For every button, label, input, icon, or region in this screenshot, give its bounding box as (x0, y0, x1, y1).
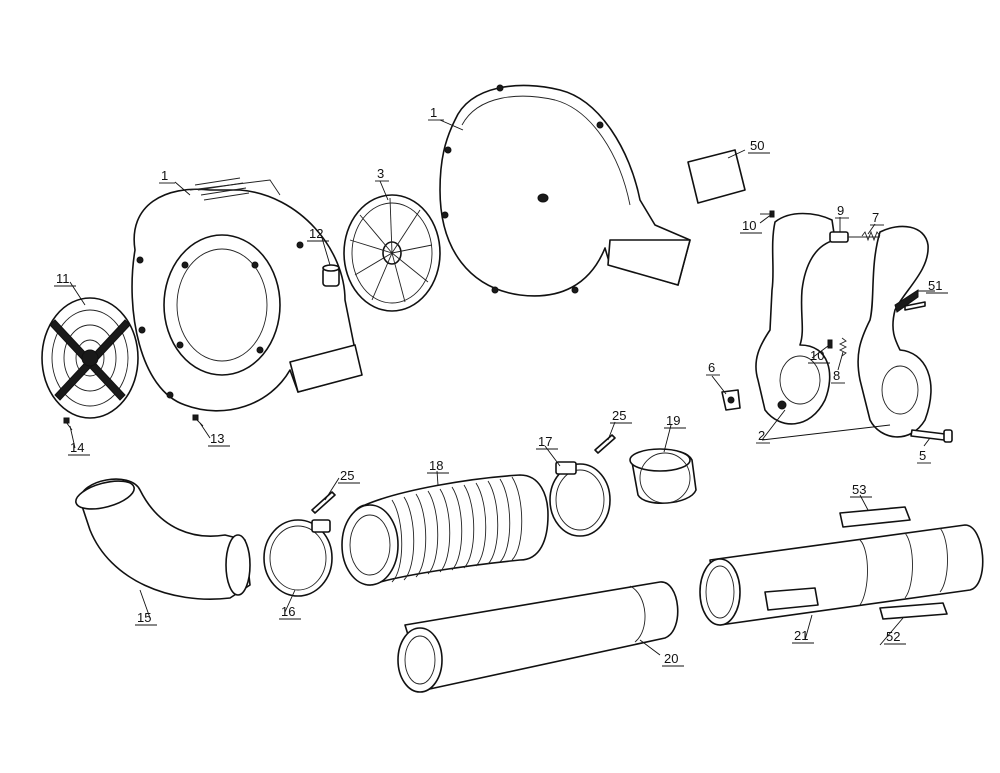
callout-18: 18 (429, 458, 443, 473)
callout-50: 50 (750, 138, 764, 153)
callout-52: 52 (886, 629, 900, 644)
elbow-tube (75, 478, 251, 600)
callout-6: 6 (708, 360, 715, 375)
callout-51: 51 (928, 278, 942, 293)
label-sticker-53 (839, 506, 911, 528)
screw-25-left (311, 491, 336, 514)
callout-14: 14 (70, 440, 84, 455)
housing-half-right (439, 84, 691, 297)
callout-7: 7 (872, 210, 879, 225)
screw-10-mid (827, 339, 833, 349)
screw-13 (192, 414, 204, 427)
hose-clamp-17 (549, 461, 611, 537)
flex-hose (341, 474, 549, 586)
callouts: 1 1 2 3 5 6 7 8 9 10 10 11 12 13 14 15 1 (54, 105, 948, 667)
spring-7 (861, 230, 881, 242)
handle-half-right (857, 225, 932, 438)
callout-17: 17 (538, 434, 552, 449)
callout-16: 16 (281, 604, 295, 619)
callout-1-left: 1 (161, 168, 168, 183)
label-sticker-50 (687, 149, 746, 204)
hose-clamp-16 (263, 519, 333, 597)
callout-10-top: 10 (742, 218, 756, 233)
callout-5: 5 (919, 448, 926, 463)
collar-ring (629, 448, 697, 505)
callout-10-mid: 10 (810, 348, 824, 363)
callout-25-left: 25 (340, 468, 354, 483)
housing-half-left (131, 177, 363, 412)
handle-half-left (755, 212, 836, 425)
screw-25-right (594, 434, 616, 454)
callout-12: 12 (309, 226, 323, 241)
callout-3: 3 (377, 166, 384, 181)
fan-impeller (343, 194, 441, 312)
intake-grille (41, 297, 139, 419)
clip-6 (721, 389, 741, 411)
spring-8 (838, 337, 848, 357)
label-sticker-52 (879, 602, 948, 620)
callout-1-right: 1 (430, 105, 437, 120)
label-51 (904, 301, 926, 311)
callout-25-right: 25 (612, 408, 626, 423)
callout-13: 13 (210, 431, 224, 446)
callout-8: 8 (833, 368, 840, 383)
callout-2: 2 (758, 428, 765, 443)
leader-lines (69, 119, 935, 656)
callout-11: 11 (56, 271, 70, 286)
bushing (322, 264, 340, 287)
callout-9: 9 (837, 203, 844, 218)
callout-20: 20 (664, 651, 678, 666)
callout-19: 19 (666, 413, 680, 428)
blower-tube (397, 581, 679, 693)
callout-53: 53 (852, 482, 866, 497)
extension-tube (699, 524, 984, 626)
callout-15: 15 (137, 610, 151, 625)
bolt-5 (910, 429, 953, 443)
callout-21: 21 (794, 628, 808, 643)
